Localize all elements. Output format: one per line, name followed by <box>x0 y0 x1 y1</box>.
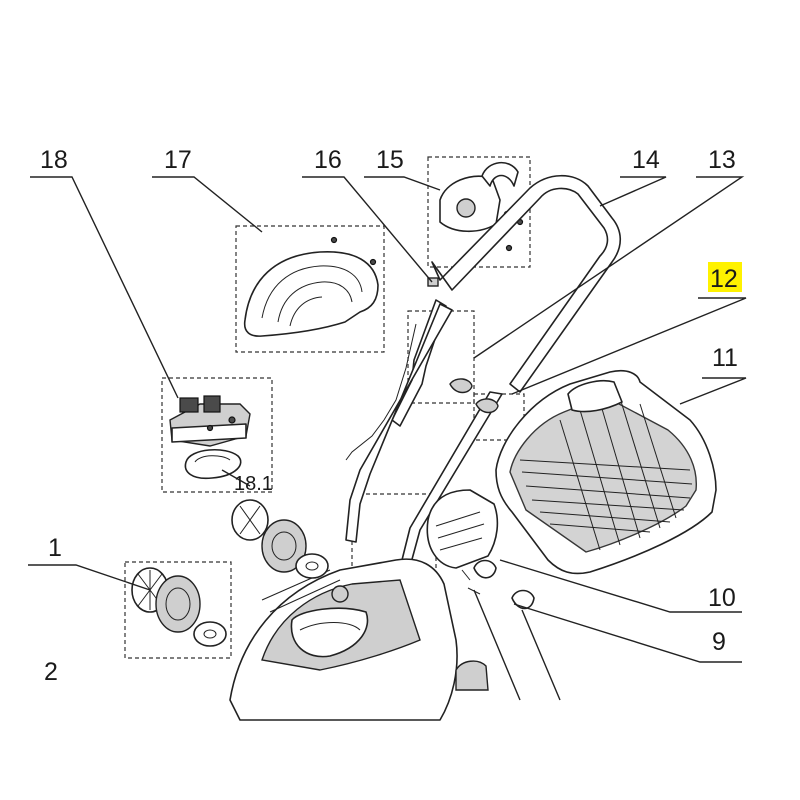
label-1: 1 <box>48 534 62 562</box>
handle-knob <box>449 378 473 394</box>
label-16: 16 <box>314 146 342 174</box>
cable <box>345 323 417 461</box>
wheel-set-part <box>131 567 227 647</box>
switch-box-part <box>439 161 524 252</box>
handle-knob-2 <box>475 398 499 414</box>
label-18-1: 18.1 <box>234 473 273 495</box>
height-adjuster-part <box>426 489 499 569</box>
rear-wheel-part <box>455 660 489 691</box>
label-10: 10 <box>708 584 736 612</box>
label-9: 9 <box>712 628 726 656</box>
label-18: 18 <box>40 146 68 174</box>
motor-cover-part <box>243 236 379 337</box>
highlight-label-12 <box>708 262 742 292</box>
label-2: 2 <box>44 658 58 686</box>
leader-lines <box>28 176 747 701</box>
bracket-part <box>461 559 535 610</box>
mower-deck-part <box>229 558 458 721</box>
label-11: 11 <box>712 344 738 372</box>
wheel-set-upper-part <box>231 499 329 579</box>
label-13: 13 <box>708 146 736 174</box>
cable-clip <box>427 277 439 287</box>
label-14: 14 <box>632 146 660 174</box>
part-15-box <box>427 156 531 268</box>
grass-catcher-part <box>495 369 717 575</box>
label-17: 17 <box>164 146 192 174</box>
label-15: 15 <box>376 146 404 174</box>
part-1-box <box>124 561 232 659</box>
label-12: 12 <box>710 265 738 293</box>
motor-assembly-part <box>169 395 251 480</box>
part-17-box <box>235 225 385 353</box>
